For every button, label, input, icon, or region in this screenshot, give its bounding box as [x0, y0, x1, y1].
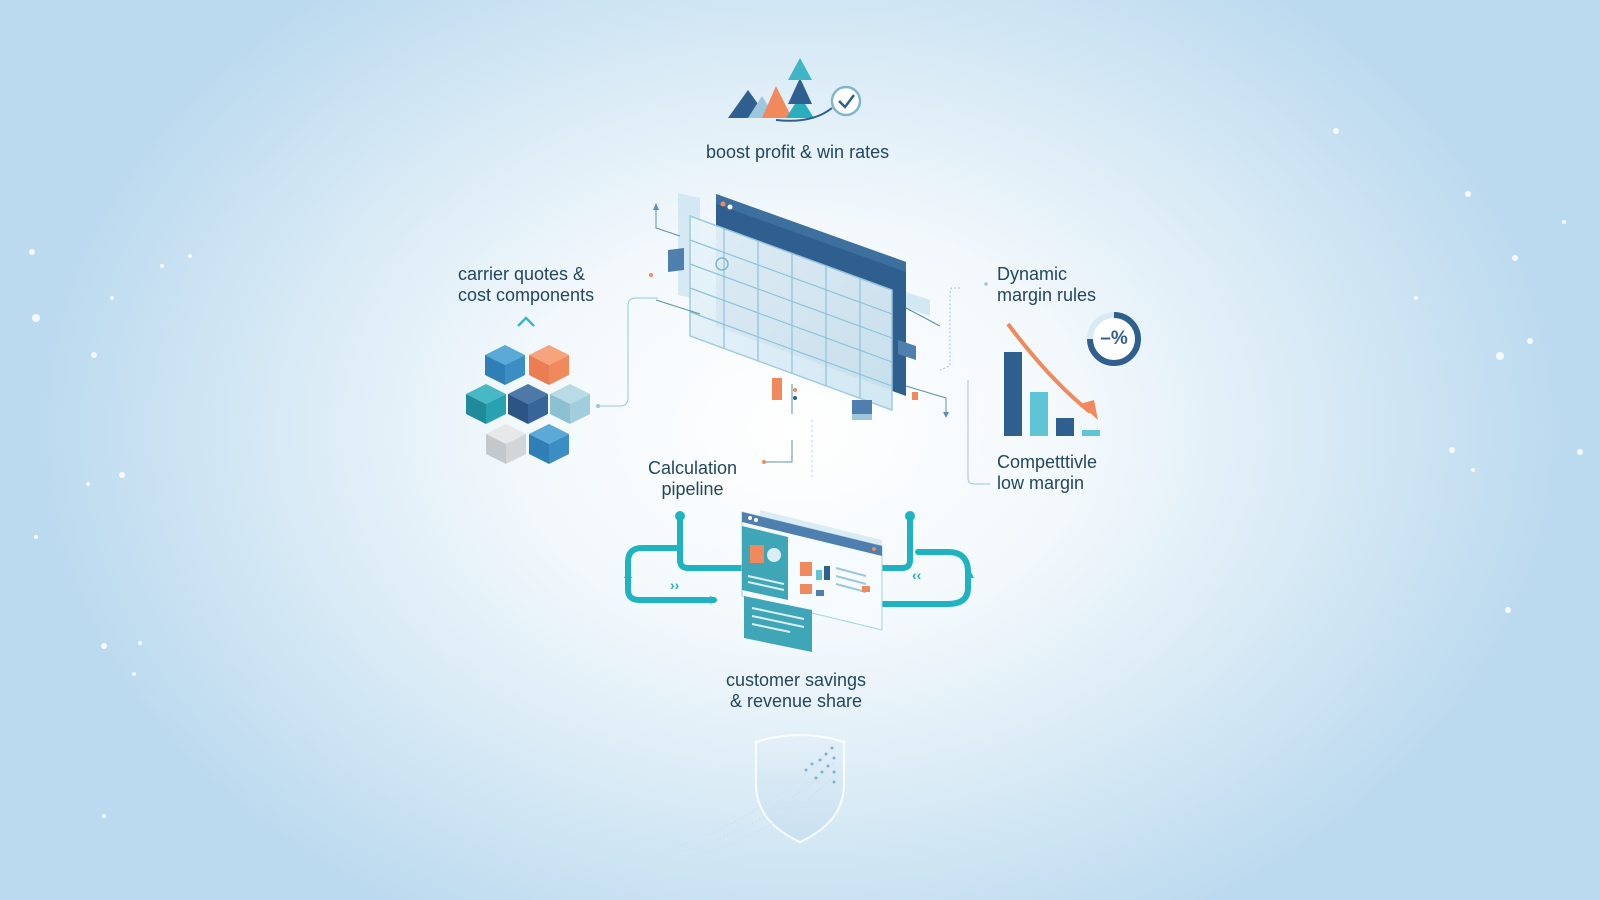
label-calculation-line-2: pipeline: [661, 479, 724, 499]
declining-bar-chart-icon: [939, 282, 1100, 485]
label-customer-line-1: customer savings: [726, 670, 867, 690]
percent-badge-value: –%: [1100, 328, 1128, 349]
svg-text:››: ››: [670, 577, 680, 593]
label-boost-profit: boost profit & win rates: [706, 142, 889, 163]
pipeline-dashboard-icon: ›› ‹‹: [624, 420, 974, 652]
background-dots: [29, 128, 1583, 818]
label-carrier-quotes: carrier quotes & cost components: [458, 264, 594, 306]
pricing-spreadsheet-icon: [649, 193, 949, 420]
label-customer-savings: customer savings & revenue share: [726, 670, 866, 712]
label-boost-profit-text: boost profit & win rates: [706, 142, 890, 162]
label-customer-line-2: & revenue share: [729, 691, 863, 711]
label-competitive-line-1: Competttivle: [997, 452, 1098, 472]
label-dynamic-margin: Dynamic margin rules: [997, 264, 1096, 306]
label-carrier-line-1: carrier quotes &: [458, 264, 586, 284]
label-calculation-pipeline: Calculation pipeline: [648, 458, 737, 500]
label-carrier-line-2: cost components: [458, 285, 595, 305]
label-competitive-line-2: low margin: [997, 473, 1085, 493]
cost-cubes-icon: [466, 297, 658, 464]
percent-badge: [1087, 312, 1141, 366]
label-dynamic-line-1: Dynamic: [997, 264, 1068, 284]
mountain-peaks-check-icon: [728, 58, 862, 122]
percent-badge-text: –%: [1094, 328, 1134, 349]
label-competitive-margin: Competttivle low margin: [997, 452, 1097, 494]
shield-icon: [671, 734, 845, 857]
label-calculation-line-1: Calculation: [648, 458, 738, 478]
label-dynamic-line-2: margin rules: [997, 285, 1097, 305]
svg-text:‹‹: ‹‹: [912, 567, 922, 583]
